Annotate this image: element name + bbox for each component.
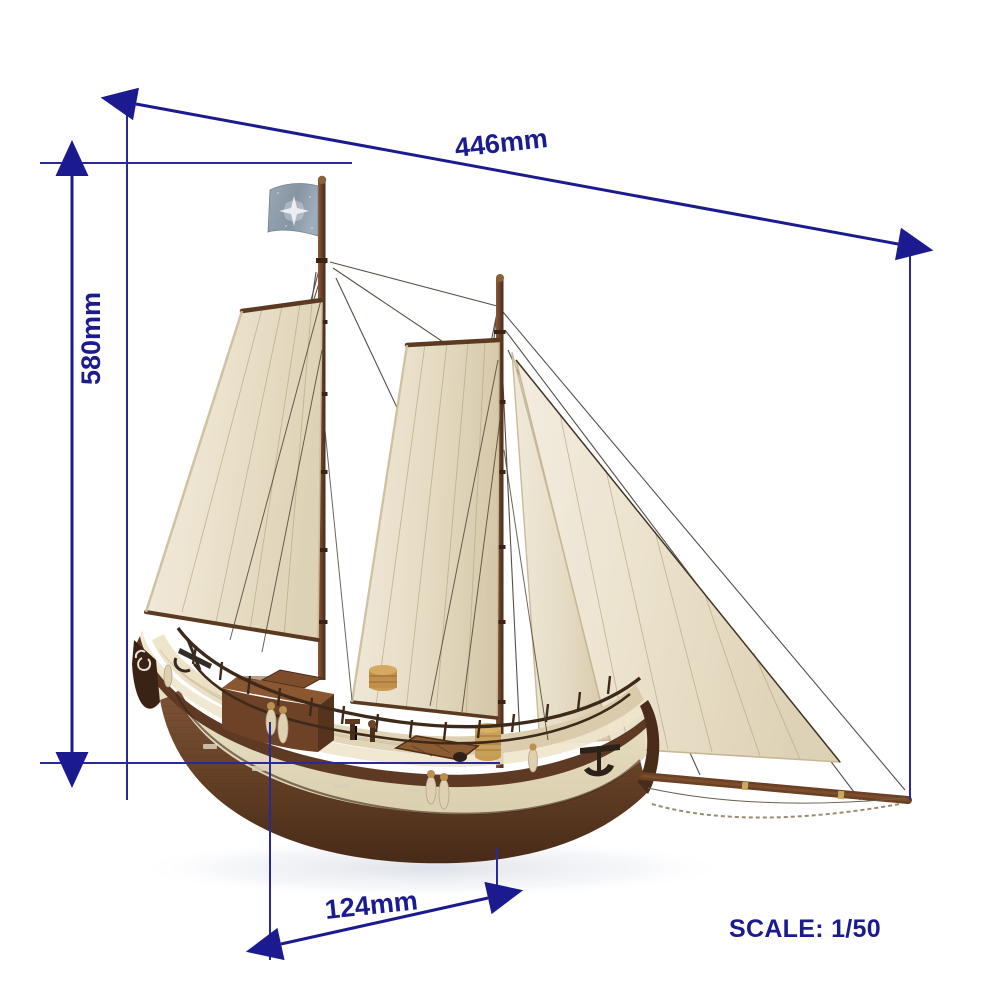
stern-scroll (134, 649, 152, 672)
anchor-icon (580, 744, 620, 777)
blocks (267, 702, 537, 781)
rigging-foreground (229, 299, 549, 741)
fore-mast (318, 180, 326, 680)
bow-stem (638, 700, 660, 794)
main-boom (350, 700, 499, 720)
main-mast-group (494, 274, 506, 768)
bobstay-chain (651, 803, 901, 819)
fore-boom (144, 610, 320, 642)
main-mast-bands (494, 330, 506, 704)
pump-stand (368, 720, 376, 742)
main-gaff-sail (350, 337, 502, 720)
fore-gaff-sail (144, 297, 325, 642)
hull-rail (136, 636, 652, 788)
scale-label: SCALE: 1/50 (729, 915, 881, 943)
fore-gaff-spar (239, 297, 325, 314)
outer-jib-sail (515, 359, 842, 763)
height-dimension-label: 580mm (76, 291, 106, 385)
main-mast-truck (496, 274, 504, 282)
hull-fittings (203, 744, 420, 793)
railing (176, 626, 642, 745)
stern-post (132, 640, 160, 709)
main-mast (496, 278, 504, 768)
hull-strake (153, 652, 646, 815)
rope-coils (163, 664, 538, 810)
fore-mast-truck (317, 175, 327, 185)
main-gaff-spar (404, 337, 502, 348)
bowsprit-group (638, 772, 912, 819)
flag-group (267, 183, 319, 237)
barrel-stack-mid (369, 665, 397, 691)
